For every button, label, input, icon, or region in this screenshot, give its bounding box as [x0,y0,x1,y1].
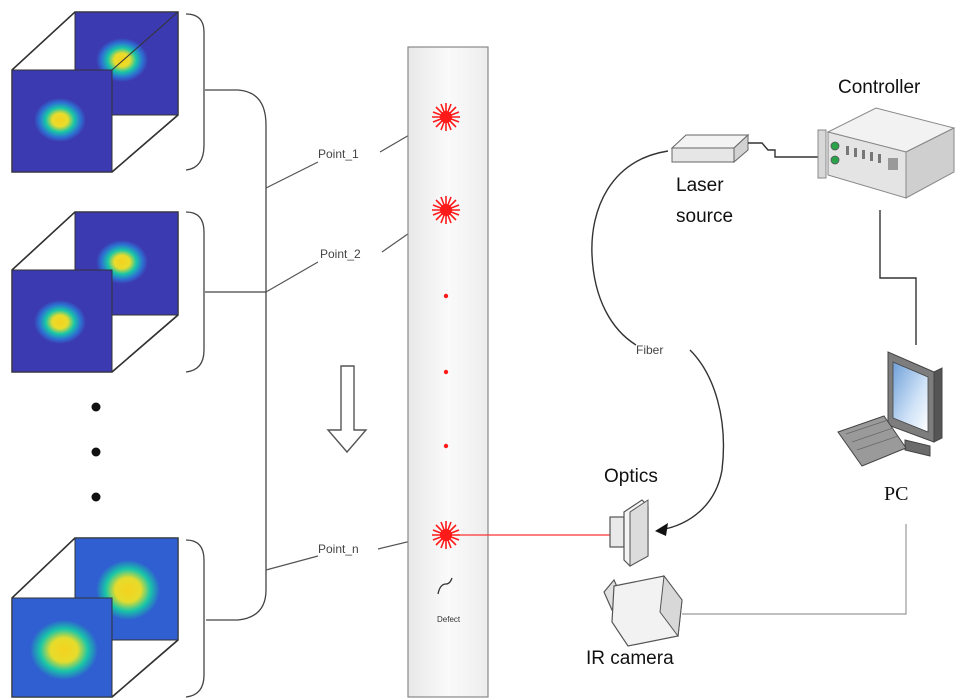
laser-dot [443,293,449,299]
stack-ellipsis-dots [91,402,101,502]
point-1-label: Point_1 [318,147,359,161]
laser-controller-cable [748,142,818,158]
point-2-label: Point_2 [320,247,361,261]
pc-label: PC [884,483,908,505]
controller-pc-cable [879,210,917,345]
ir-camera-icon [603,574,683,647]
defect-label: Defect [437,615,461,624]
laser-burst-icon [432,196,460,224]
thermal-image-stack-1 [11,11,179,173]
camera-pc-cable [682,524,907,615]
fiber-arrowhead [655,523,668,536]
defect-mark [437,577,453,595]
optics-lens-icon [609,499,649,567]
stack-braces [185,13,205,698]
laser-burst-icon [432,103,460,131]
point-n-label: Point_n [318,542,359,556]
laser-burst-icon [432,521,460,549]
laser-dot [443,369,449,375]
optics-label: Optics [604,466,658,487]
fiber-label: Fiber [636,343,663,357]
thermal-image-stack-2 [11,211,179,373]
merge-bracket [205,89,267,621]
laser-dot [443,443,449,449]
controller-label: Controller [838,77,921,98]
fiber-cable [591,150,725,531]
ir-camera-label: IR camera [586,648,674,669]
thermal-image-stack-n [11,537,179,698]
controller-rack-icon [817,107,956,199]
laser-source-label-line1: Laser [676,175,724,196]
laser-source-box-icon [670,133,750,164]
desktop-computer-icon [837,351,943,467]
laser-source-label-line2: source [676,206,733,227]
down-arrow-icon [326,365,368,454]
